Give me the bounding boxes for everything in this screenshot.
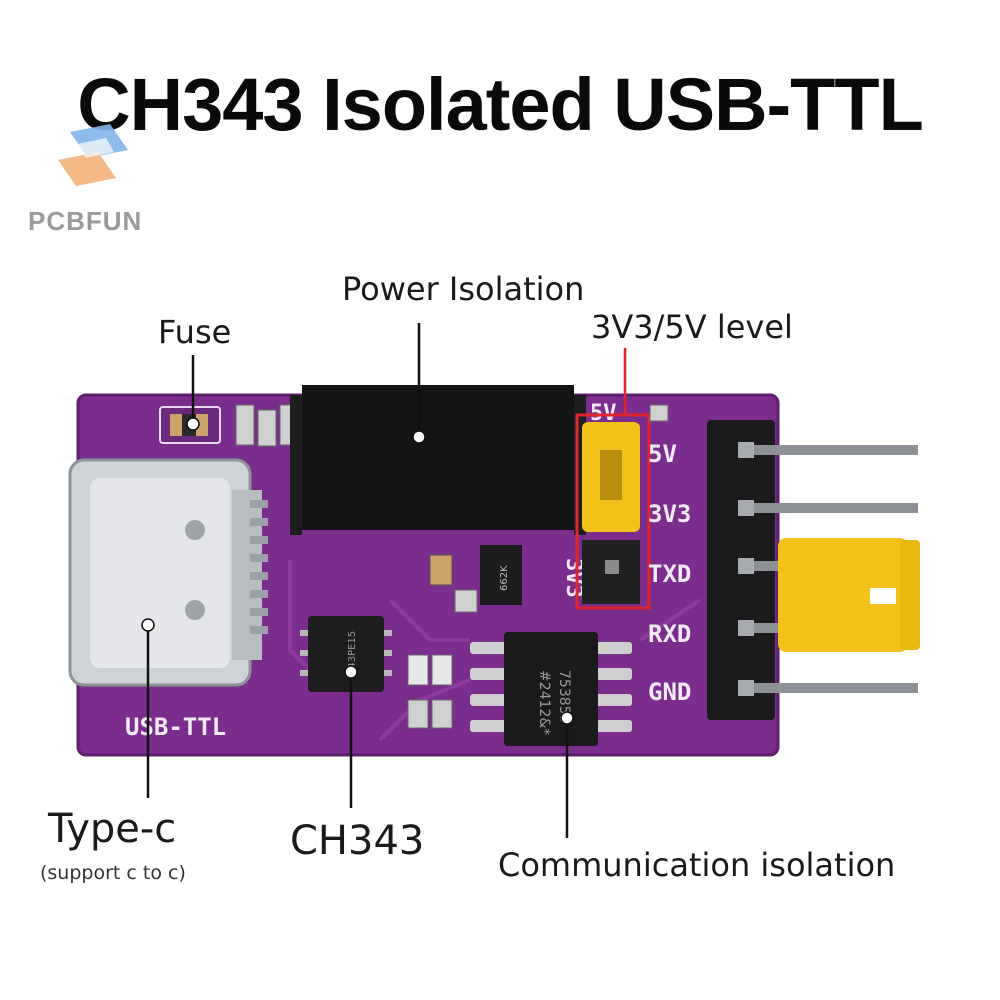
svg-text:662K: 662K bbox=[499, 565, 510, 591]
regulator-chip bbox=[480, 545, 522, 605]
svg-text:#2412&*: #2412&* bbox=[536, 670, 552, 735]
comm-isolator-chip: #2412&* 753853 bbox=[470, 632, 632, 746]
silkscreen-label: USB-TTL bbox=[125, 713, 226, 741]
label-comm-isolation: Communication isolation bbox=[498, 846, 896, 884]
label-typec-note: (support c to c) bbox=[40, 862, 186, 884]
typec-connector bbox=[68, 458, 268, 687]
pin-label-3v3: 3V3 bbox=[648, 500, 691, 528]
label-power-isolation: Power Isolation bbox=[342, 270, 585, 308]
pin-label-txd: TXD bbox=[648, 560, 691, 588]
pin-label-5v: 5V bbox=[648, 440, 677, 468]
logo-icon bbox=[58, 124, 128, 186]
pin-header bbox=[707, 420, 918, 720]
pin-label-gnd: GND bbox=[648, 678, 691, 706]
callout-lines bbox=[146, 323, 627, 838]
label-fuse: Fuse bbox=[158, 313, 232, 351]
power-isolation-module bbox=[302, 385, 574, 530]
svg-text:753853: 753853 bbox=[556, 670, 572, 723]
brand-logo bbox=[48, 122, 138, 202]
level-highlight-box bbox=[575, 413, 651, 610]
label-typec: Type-c bbox=[48, 806, 177, 852]
jumper-bottom-label: 3V3 bbox=[561, 558, 586, 598]
pin-label-rxd: RXD bbox=[648, 620, 691, 648]
svg-text:343PE15: 343PE15 bbox=[347, 631, 358, 675]
label-ch343: CH343 bbox=[290, 818, 425, 864]
brand-name: PCBFUN bbox=[28, 206, 143, 236]
pin-jumper-yellow bbox=[778, 538, 920, 652]
callout-dots bbox=[141, 417, 574, 725]
page-title: CH343 Isolated USB-TTL bbox=[77, 63, 924, 146]
label-level: 3V3/5V level bbox=[591, 308, 793, 346]
ch343-chip: 343PE15 bbox=[300, 616, 392, 692]
